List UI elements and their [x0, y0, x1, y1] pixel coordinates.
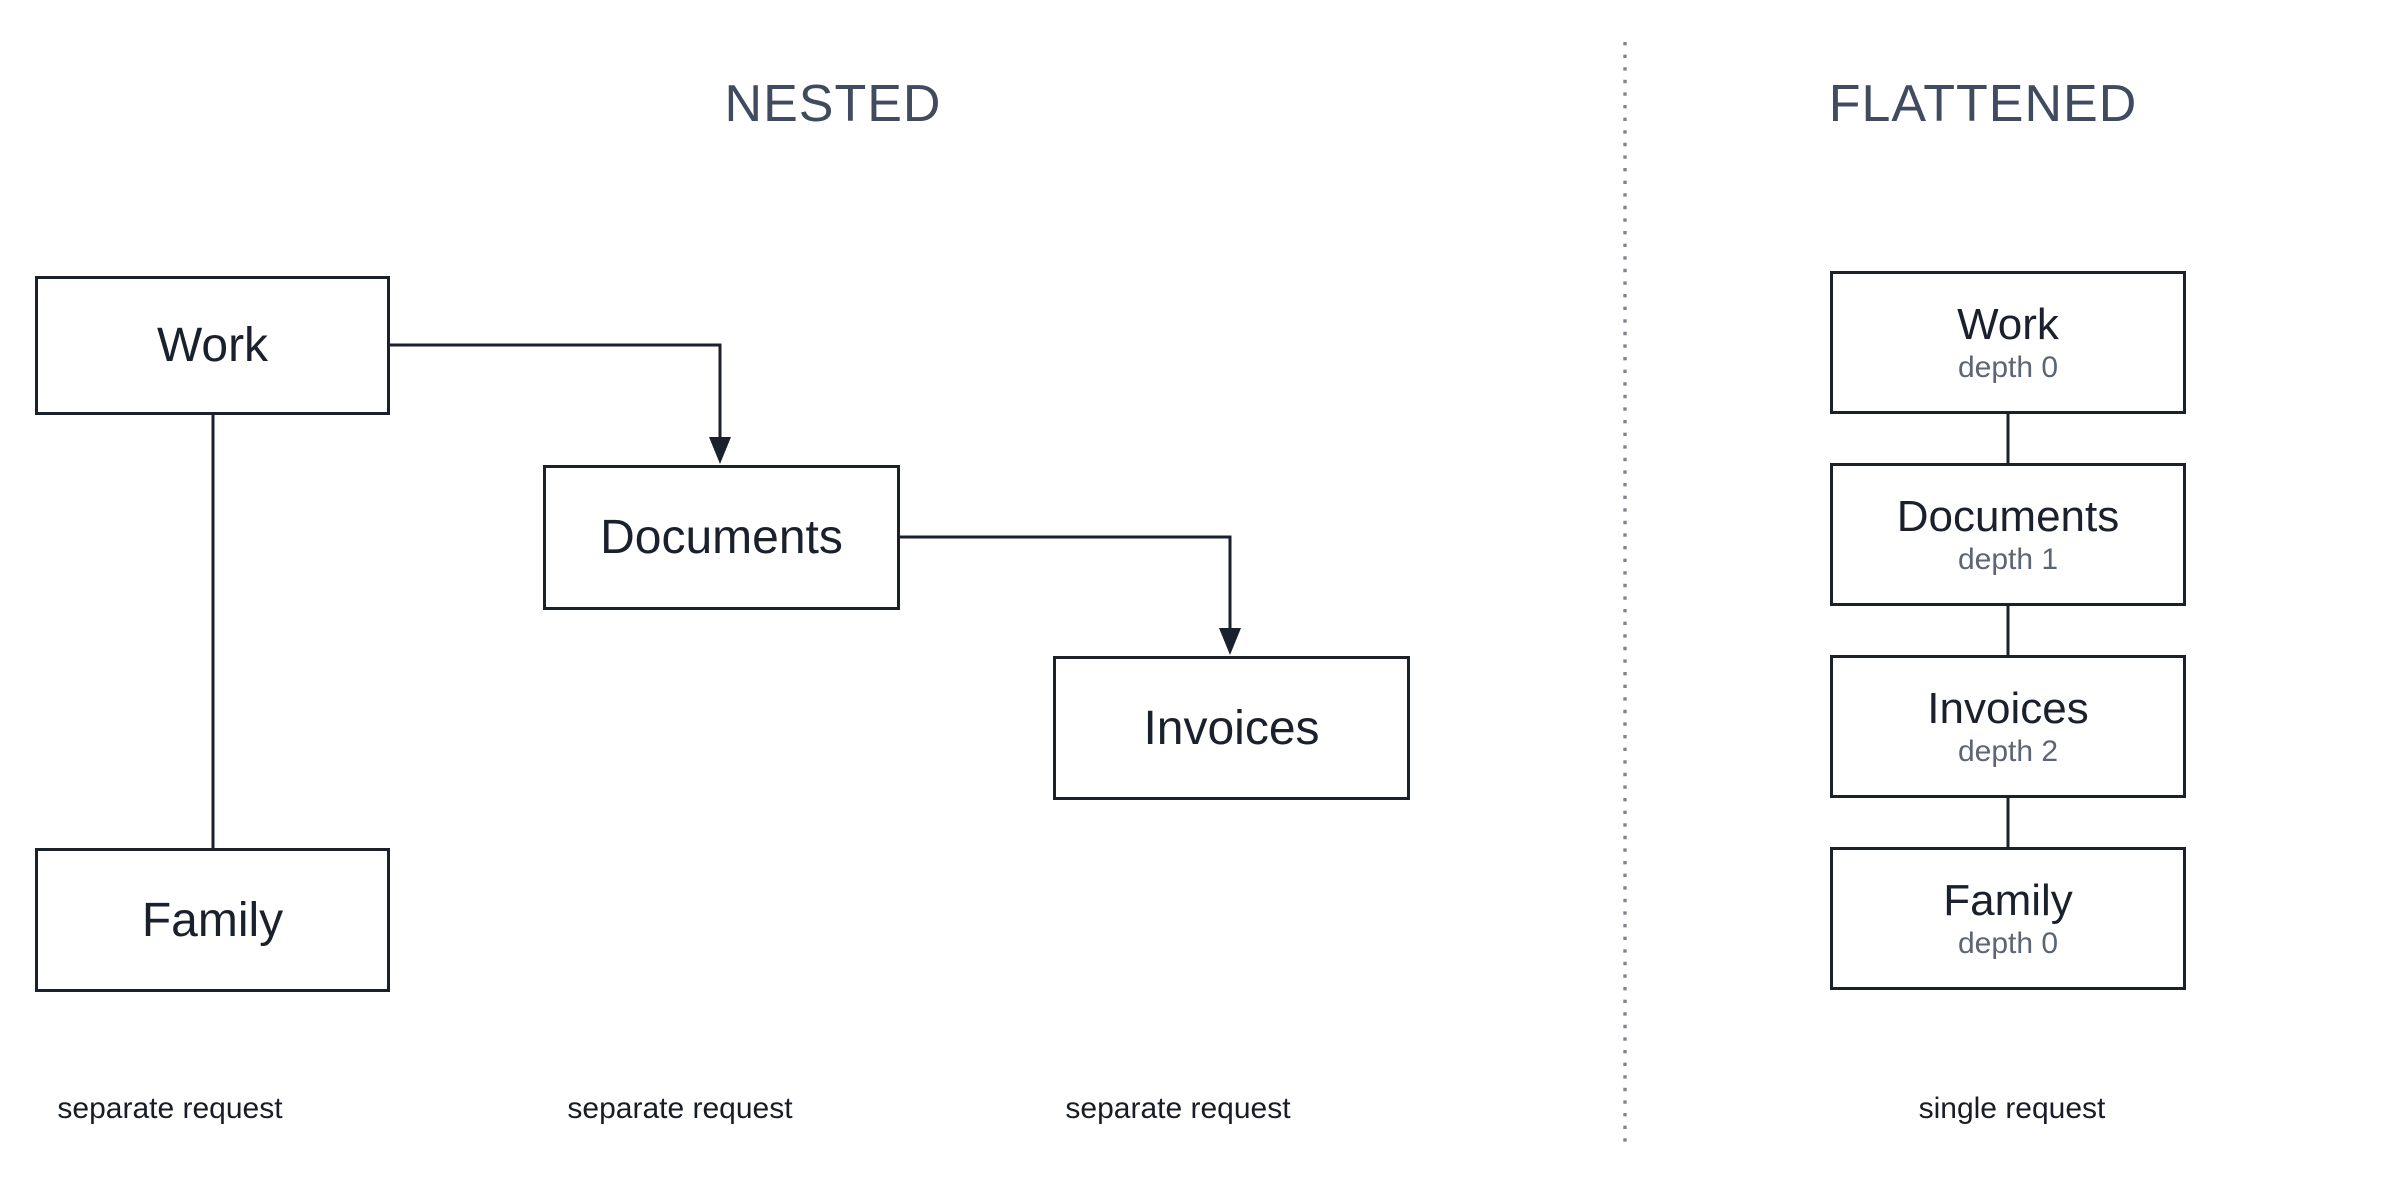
caption-single-request: single request	[1918, 1092, 2106, 1125]
flattened-node-family: Family depth 0	[1830, 847, 2186, 990]
connector-documents-invoices	[900, 535, 1232, 629]
flattened-node-family-label: Family	[1943, 875, 2073, 925]
arrowhead-invoices-icon	[1219, 628, 1241, 655]
connector-work-documents	[390, 343, 722, 438]
flattened-node-documents-label: Documents	[1896, 491, 2120, 541]
nested-node-work: Work	[35, 276, 390, 415]
flattened-node-invoices-depth: depth 2	[1957, 734, 2059, 768]
nested-node-family: Family	[35, 848, 390, 992]
caption-separate-request-1: separate request	[57, 1092, 283, 1125]
nested-node-invoices-label: Invoices	[1143, 701, 1320, 755]
nested-node-documents: Documents	[543, 465, 900, 610]
flattened-section-title: FLATTENED	[1828, 75, 2138, 133]
flattened-node-work: Work depth 0	[1830, 271, 2186, 414]
arrowhead-documents-icon	[709, 437, 731, 464]
flattened-node-documents-depth: depth 1	[1957, 542, 2059, 576]
flattened-node-family-depth: depth 0	[1957, 926, 2059, 960]
caption-separate-request-2: separate request	[567, 1092, 793, 1125]
flattened-node-invoices-label: Invoices	[1927, 683, 2089, 733]
flattened-node-work-label: Work	[1957, 299, 2059, 349]
nested-node-work-label: Work	[156, 319, 269, 372]
flattened-node-invoices: Invoices depth 2	[1830, 655, 2186, 798]
nested-node-documents-label: Documents	[600, 511, 843, 564]
flattened-node-work-depth: depth 0	[1957, 350, 2059, 384]
nested-section-title: NESTED	[724, 75, 942, 133]
nested-node-family-label: Family	[141, 893, 284, 947]
flattened-node-documents: Documents depth 1	[1830, 463, 2186, 606]
nested-node-invoices: Invoices	[1053, 656, 1410, 800]
caption-separate-request-3: separate request	[1065, 1092, 1291, 1125]
